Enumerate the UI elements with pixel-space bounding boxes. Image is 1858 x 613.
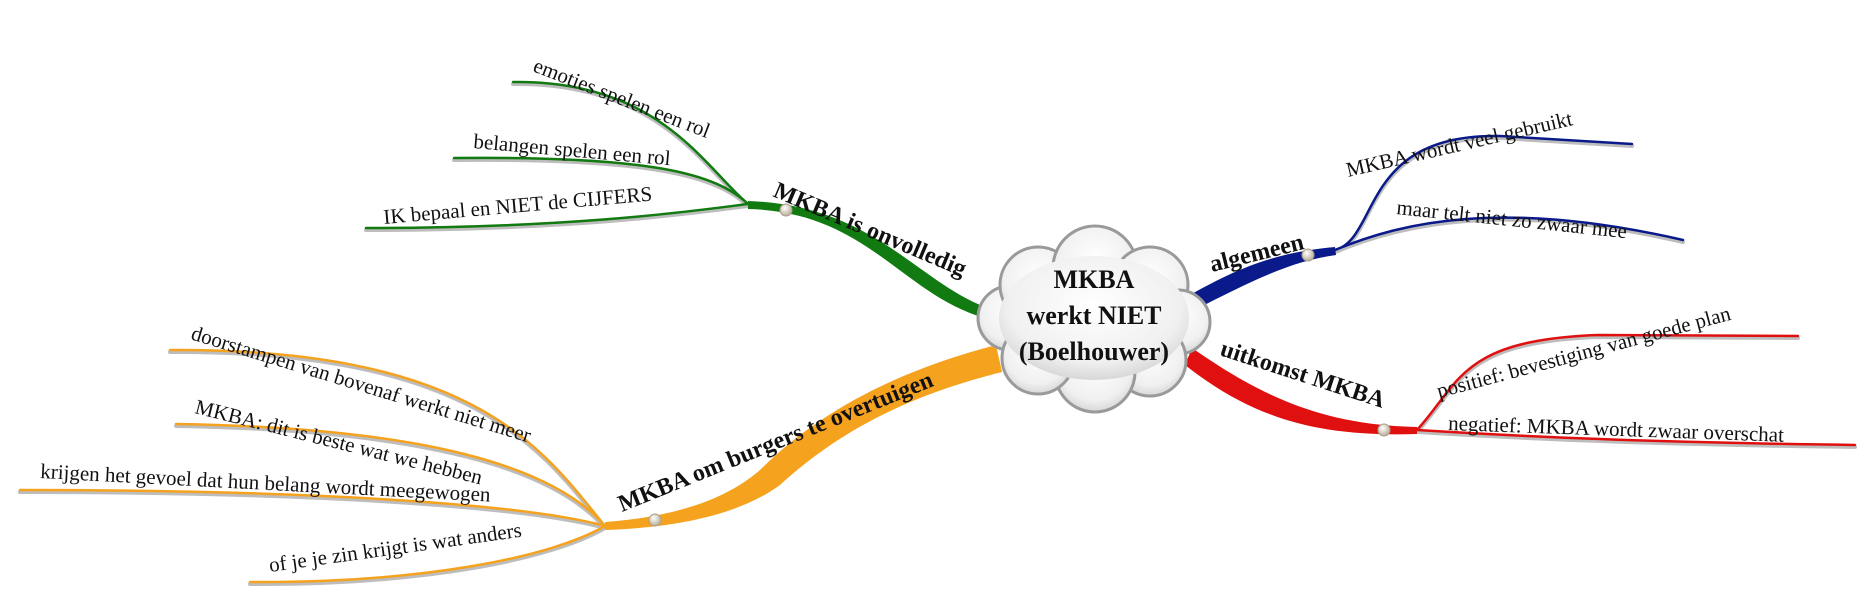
- branch-uitkomst: positief: bevestiging van goede plan neg…: [1185, 301, 1857, 449]
- leaf-line: [1333, 216, 1685, 252]
- leaf-line: [364, 202, 750, 230]
- child-label: of je je zin krijgt is wat anders: [267, 518, 523, 577]
- branch-knob: [779, 203, 793, 217]
- child-label: emoties spelen een rol: [530, 53, 714, 143]
- branch-knob: [1301, 248, 1315, 262]
- branch-overtuigen: doorstampen van bovenaf werkt niet meer …: [18, 321, 1002, 587]
- leaf-line: [1415, 333, 1800, 432]
- leaf-line: [174, 422, 607, 528]
- branch-knob: [1377, 423, 1391, 437]
- central-topic: MKBA werkt NIET (Boelhouwer): [976, 224, 1212, 414]
- leaf-line: [248, 524, 607, 584]
- main-connector: [605, 345, 1002, 530]
- leaf-line: [1415, 428, 1857, 447]
- center-line-3: (Boelhouwer): [1019, 337, 1169, 366]
- child-label: maar telt niet zo zwaar mee: [1395, 195, 1628, 243]
- child-label: MKBA wordt veel gebruikt: [1344, 106, 1575, 182]
- main-connector: [748, 201, 1002, 322]
- leaf-line: [511, 80, 750, 206]
- center-line-1: MKBA: [1054, 265, 1135, 294]
- leaf-line: [1333, 134, 1634, 252]
- branch-onvolledig: emoties spelen een rol belangen spelen e…: [364, 53, 1002, 322]
- leaf-line: [18, 488, 607, 528]
- branch-label: MKBA om burgers te overtuigen: [615, 367, 937, 517]
- branch-label: MKBA is onvolledig: [770, 178, 970, 283]
- main-connector: [1185, 348, 1417, 435]
- leaf-line: [168, 348, 607, 528]
- branch-knob: [648, 513, 662, 527]
- branch-algemeen: MKBA wordt veel gebruikt maar telt niet …: [1178, 106, 1685, 316]
- center-line-2: werkt NIET: [1026, 301, 1161, 330]
- leaf-line: [452, 156, 750, 206]
- child-label: positief: bevestiging van goede plan: [1434, 301, 1734, 403]
- child-label: belangen spelen een rol: [473, 129, 672, 170]
